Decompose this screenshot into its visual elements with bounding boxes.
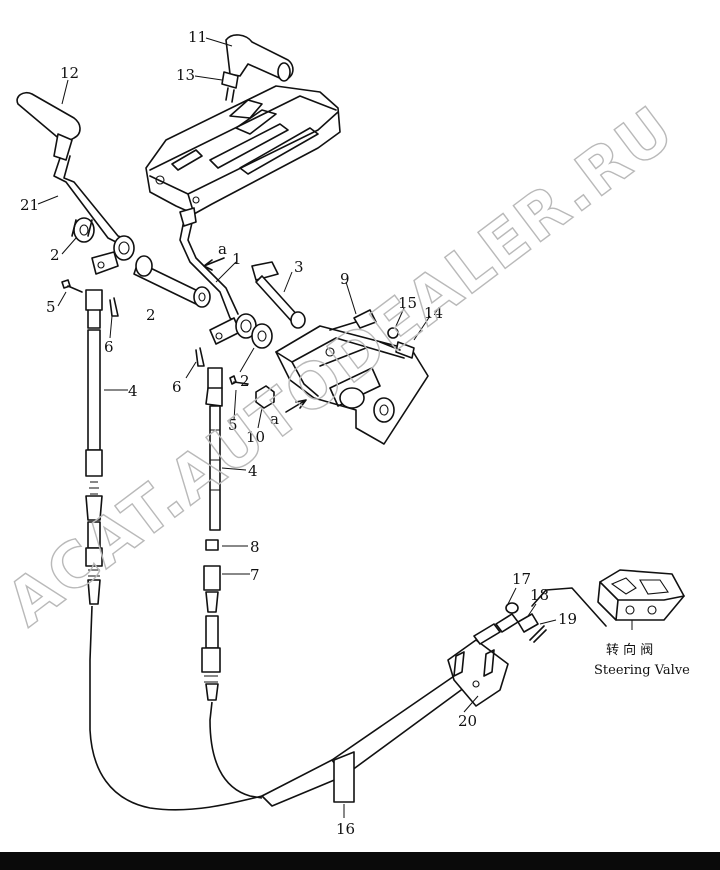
right-control-rod: [201, 405, 221, 701]
left-cable: [89, 605, 331, 811]
callout-5-left: 5: [46, 298, 56, 316]
bracket: [275, 325, 429, 445]
left-lever-pivot: [91, 235, 135, 275]
bushing-left-upper: [71, 217, 95, 243]
callout-10: 10: [246, 428, 265, 446]
callout-a-upper: a: [218, 240, 227, 258]
callout-18: 18: [530, 586, 549, 604]
callout-19: 19: [558, 610, 577, 628]
right-lever-knob: [221, 34, 294, 103]
cotter-6-left: [109, 297, 119, 317]
callout-12: 12: [60, 64, 79, 82]
watermark: ACAT.AUTODEALER.RU: [0, 91, 688, 640]
washer-15: [387, 327, 399, 339]
cable-conduit-16: [333, 751, 355, 803]
nut-10: [255, 385, 275, 409]
callout-2-a: 2: [50, 246, 60, 264]
bushing-right: [251, 323, 273, 349]
callout-20: 20: [458, 712, 477, 730]
right-lever-rod: [179, 209, 247, 331]
callout-15: 15: [398, 294, 417, 312]
callout-6-right: 6: [172, 378, 182, 396]
bolt-9: [329, 309, 377, 331]
callout-2-c: 2: [240, 372, 250, 390]
callout-11: 11: [188, 28, 207, 46]
callout-9: 9: [340, 270, 350, 288]
diagram-canvas: 转 向 阀 Steering Valve 11 13 12: [0, 28, 690, 838]
right-lever-pivot: [209, 313, 257, 345]
callout-6-left: 6: [104, 338, 114, 356]
callout-17: 17: [512, 570, 531, 588]
callout-3: 3: [294, 258, 304, 276]
callout-1: 1: [232, 250, 242, 268]
pin-5-left: [61, 279, 83, 293]
arrow-a-upper: [203, 257, 225, 271]
shaft-2: [133, 255, 211, 308]
cable-end-fittings: [473, 587, 607, 645]
right-clevis: [205, 367, 223, 407]
callout-2-b: 2: [146, 306, 156, 324]
bolt-14: [379, 341, 415, 359]
steering-valve-label-en: Steering Valve: [594, 663, 690, 678]
callout-8: 8: [250, 538, 260, 556]
callout-7: 7: [250, 566, 260, 584]
shift-cover: [145, 85, 341, 215]
left-clevis: [85, 289, 103, 329]
callout-14: 14: [424, 304, 443, 322]
callout-13: 13: [176, 66, 195, 84]
callout-labels: 11 13 12 21 2 1 3 a 2 9 5 6 15 14 4 6 2 …: [20, 28, 577, 838]
cable-support-20: [261, 639, 509, 807]
right-cable: [209, 701, 263, 799]
leader-lines: [37, 37, 557, 818]
arrow-a-lower: [285, 399, 307, 413]
left-lever-knob: [16, 91, 81, 161]
pin-5-right: [229, 375, 249, 385]
cotter-6-right: [195, 347, 205, 367]
callout-16: 16: [336, 820, 355, 838]
callout-4-left: 4: [128, 382, 138, 400]
steering-valve: [597, 569, 685, 621]
callout-a-lower: a: [270, 410, 279, 428]
shaft-3: [251, 261, 306, 329]
callout-5-right: 5: [228, 416, 238, 434]
callout-21: 21: [20, 196, 39, 214]
steering-valve-label-cn: 转 向 阀: [606, 642, 653, 658]
left-control-rod: [85, 329, 103, 605]
callout-4-right: 4: [248, 462, 258, 480]
bottom-bar: [0, 852, 720, 870]
